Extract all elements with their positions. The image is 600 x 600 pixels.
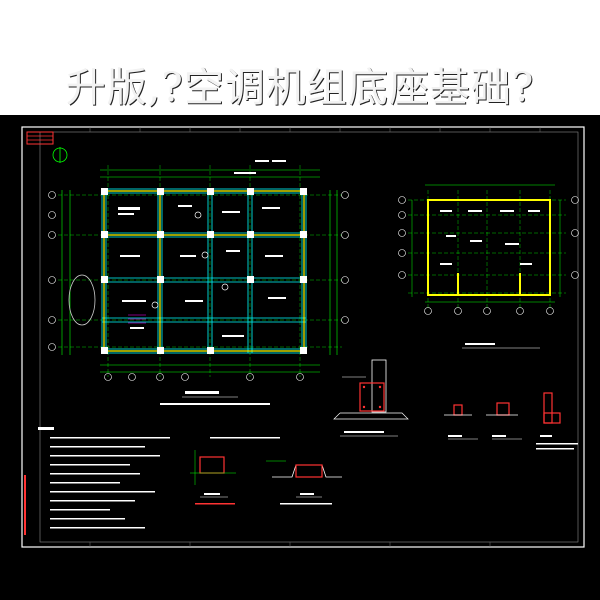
title-block-stamp bbox=[26, 131, 54, 145]
sump-pit-outline bbox=[68, 274, 96, 326]
detail-a bbox=[190, 450, 236, 505]
section-1-1 bbox=[444, 404, 478, 440]
equipment-base-plan bbox=[398, 184, 579, 349]
wall-footing-section bbox=[333, 359, 409, 437]
drawing-sheet bbox=[0, 115, 600, 600]
page-title: 升版,?空调机组底座基础? bbox=[65, 65, 535, 111]
general-notes bbox=[38, 427, 280, 529]
main-foundation-plan bbox=[48, 160, 349, 381]
north-arrow-icon bbox=[52, 147, 68, 163]
detail-b bbox=[266, 460, 342, 505]
section-3-3 bbox=[536, 392, 578, 450]
main-plan-caption bbox=[160, 391, 270, 405]
sheet-frame bbox=[21, 126, 585, 548]
section-2-2 bbox=[486, 402, 522, 440]
cad-drawing bbox=[21, 126, 585, 548]
